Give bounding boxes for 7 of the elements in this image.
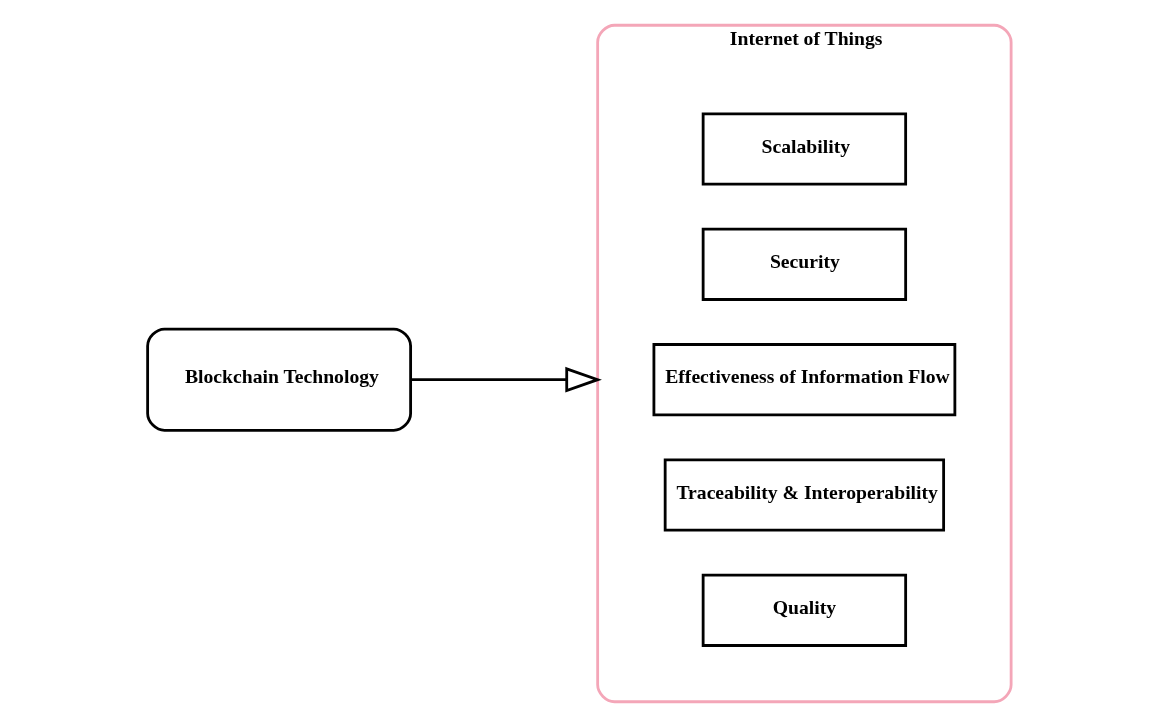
node-box: Traceability & Interoperability bbox=[663, 458, 945, 532]
node-box: Effectiveness of Information Flow bbox=[652, 343, 956, 417]
arrow bbox=[410, 366, 602, 393]
node-box: Security bbox=[701, 227, 907, 301]
node-box: Quality bbox=[701, 573, 907, 647]
node-box: Blockchain Technology bbox=[145, 327, 412, 432]
node-box: Scalability bbox=[701, 112, 907, 186]
